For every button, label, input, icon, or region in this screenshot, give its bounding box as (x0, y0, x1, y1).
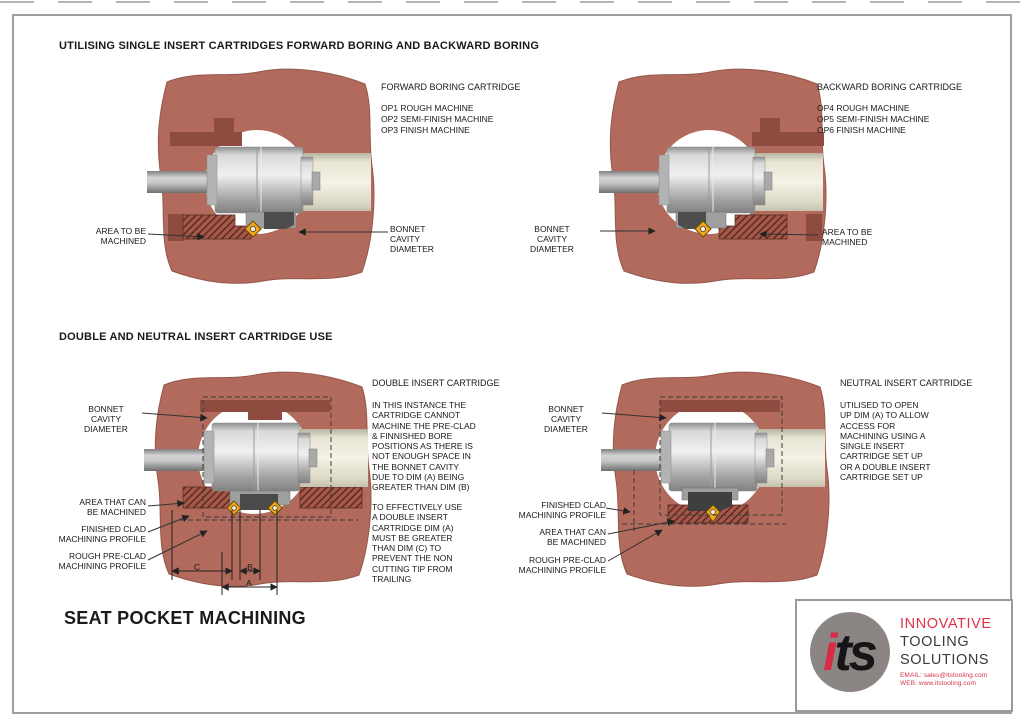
logo-line-innovative: INNOVATIVE (900, 616, 992, 632)
double-bonnet-label: BONNET CAVITY DIAMETER (84, 404, 128, 434)
cutting-insert-icon (694, 220, 712, 238)
section1-title: UTILISING SINGLE INSERT CARTRIDGES FORWA… (59, 40, 540, 52)
neutral-finished-label: FINISHED CLAD MACHINING PROFILE (518, 500, 606, 520)
neutral-paragraph-1: UTILISED TO OPEN UP DIM (A) TO ALLOW ACC… (840, 400, 931, 483)
its-logo-icon: its (810, 612, 890, 692)
logo-mark-ts: ts (834, 624, 876, 682)
dim-b-label: B (247, 562, 253, 572)
forward-bonnet-label: BONNET CAVITY DIAMETER (390, 224, 434, 254)
dim-a-label: A (246, 578, 252, 588)
finished-callout-line (605, 507, 631, 515)
pocket-step-profile (806, 214, 822, 241)
forward-op-list: OP1 ROUGH MACHINE OP2 SEMI-FINISH MACHIN… (381, 103, 493, 136)
cutting-insert-icon-left (226, 500, 242, 516)
insert-clamp (240, 494, 278, 510)
company-logo-box: its INNOVATIVE TOOLING SOLUTIONS EMAIL: … (795, 599, 1013, 712)
rough-callout-line (607, 529, 663, 562)
double-insert-diagram (141, 371, 372, 595)
insert-clamp (264, 212, 294, 229)
boring-bar-shaft (601, 449, 673, 471)
backward-op2: OP5 SEMI-FINISH MACHINE (817, 114, 930, 124)
neutral-bonnet-label: BONNET CAVITY DIAMETER (544, 404, 588, 434)
pocket-step-profile (168, 214, 184, 241)
boring-bar-shaft (147, 171, 219, 193)
cartridge-body (666, 146, 756, 214)
dimension-lines (171, 510, 278, 595)
backward-boring-diagram (599, 68, 827, 284)
forward-op1: OP1 ROUGH MACHINE (381, 103, 474, 113)
backward-op-list: OP4 ROUGH MACHINE OP5 SEMI-FINISH MACHIN… (817, 103, 929, 136)
neutral-area-can-label: AREA THAT CAN BE MACHINED (539, 527, 606, 547)
sheet-border-frame (12, 14, 1012, 714)
cartridge-body (211, 422, 301, 492)
logo-web: WEB: www.itstooling.com (900, 680, 976, 687)
backward-bonnet-label: BONNET CAVITY DIAMETER (530, 224, 574, 254)
double-paragraph-1: IN THIS INSTANCE THE CARTRIDGE CANNOT MA… (372, 400, 476, 493)
boring-bar-shaft (144, 449, 216, 471)
boring-bar-shaft (599, 171, 671, 193)
cartridge-body (214, 146, 304, 214)
double-rough-label: ROUGH PRE-CLAD MACHINING PROFILE (58, 551, 146, 571)
backward-op1: OP4 ROUGH MACHINE (817, 103, 910, 113)
backward-area-label: AREA TO BE MACHINED (822, 227, 873, 247)
neutral-insert-diagram (601, 371, 830, 587)
forward-op3: OP3 FINISH MACHINE (381, 125, 470, 135)
dim-c-label: C (193, 562, 201, 572)
logo-email: EMAIL: sales@itstooling.com (900, 672, 988, 679)
double-area-can-label: AREA THAT CAN BE MACHINED (79, 497, 146, 517)
main-title: SEAT POCKET MACHINING (64, 608, 306, 628)
insert-clamp (688, 492, 732, 511)
cutting-insert-icon (705, 504, 721, 523)
forward-boring-diagram (147, 68, 388, 284)
double-finished-label: FINISHED CLAD MACHINING PROFILE (58, 524, 146, 544)
bore-step-profile (752, 118, 824, 146)
backward-op3: OP6 FINISH MACHINE (817, 125, 906, 135)
machining-profile-dashed (202, 396, 332, 518)
area-can-callout-line (607, 518, 675, 535)
forward-heading: FORWARD BORING CARTRIDGE (381, 82, 521, 92)
scan-artifact-marks (0, 1, 1024, 3)
cartridge-body (668, 422, 758, 492)
double-paragraph-2: TO EFFECTIVELY USE A DOUBLE INSERT CARTR… (372, 502, 463, 585)
backward-heading: BACKWARD BORING CARTRIDGE (817, 82, 963, 92)
bonnet-callout-line (141, 412, 208, 422)
bore-step-profile (660, 400, 780, 412)
neutral-heading: NEUTRAL INSERT CARTRIDGE (840, 378, 973, 388)
area-callout-line (147, 232, 205, 241)
rough-callout-line (147, 530, 208, 561)
area-callout-line (759, 230, 819, 238)
svg-text:its: its (823, 624, 877, 682)
finished-callout-line (147, 514, 190, 533)
double-heading: DOUBLE INSERT CARTRIDGE (372, 378, 500, 388)
logo-line-solutions: SOLUTIONS (900, 652, 990, 668)
bore-step-profile (200, 400, 330, 420)
forward-op2: OP2 SEMI-FINISH MACHINE (381, 114, 494, 124)
logo-line-tooling: TOOLING (900, 634, 970, 650)
bonnet-callout-line (601, 412, 667, 422)
machining-profile-dashed (659, 396, 783, 516)
section2-title: DOUBLE AND NEUTRAL INSERT CARTRIDGE USE (59, 331, 333, 343)
cutting-insert-icon (244, 220, 262, 238)
cutting-insert-icon-right (267, 500, 283, 516)
forward-area-label: AREA TO BE MACHINED (95, 226, 146, 246)
area-can-callout-line (147, 499, 185, 508)
bore-step-profile (170, 118, 242, 146)
neutral-rough-label: ROUGH PRE-CLAD MACHINING PROFILE (518, 555, 606, 575)
